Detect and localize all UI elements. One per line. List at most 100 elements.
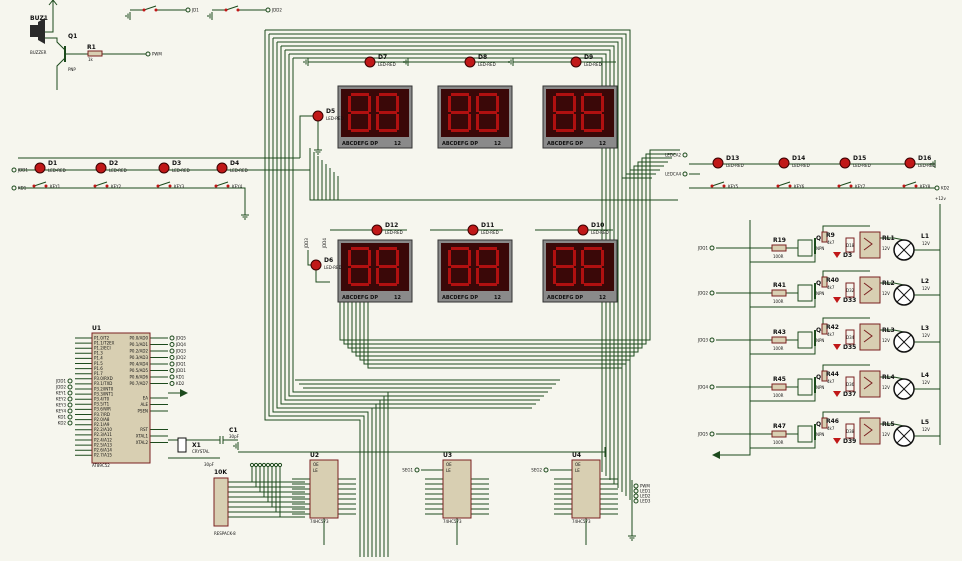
segment-b	[468, 250, 471, 266]
segment-c	[396, 268, 399, 284]
net-terminal	[633, 488, 639, 494]
lamp-value: 12V	[922, 427, 930, 432]
display-pin-labels: ABCDEFG DP	[342, 141, 378, 147]
pin-label: P0.2/AD2	[130, 348, 149, 353]
lamp-ref: L5	[921, 419, 929, 426]
buzzer-horn	[38, 18, 45, 44]
lamp-value: 12V	[922, 286, 930, 291]
net-terminal	[682, 171, 688, 177]
resistor-ref: R41	[773, 282, 786, 289]
net-terminal	[265, 7, 271, 13]
diode-icon	[845, 282, 855, 298]
net-label: LEDCA2	[665, 153, 681, 158]
segment-e	[376, 114, 379, 130]
resistor-ref: R1	[87, 44, 96, 51]
switch-contact	[214, 184, 218, 188]
pin-label: P0.5/AD5	[130, 368, 149, 373]
net-terminal	[265, 462, 271, 468]
led-icon	[364, 56, 376, 68]
switch-net: KEY1	[50, 184, 61, 189]
power-arrow-icon	[180, 389, 188, 397]
net-label: KD1	[58, 415, 67, 420]
led-ref: D14	[792, 155, 805, 162]
net-terminal	[169, 335, 175, 341]
net-terminal	[682, 152, 688, 158]
net-label: JDD2	[55, 385, 66, 390]
resistor-icon	[771, 383, 787, 391]
diode-ref: D39	[843, 438, 856, 445]
switch-contact	[32, 184, 36, 188]
segment-a	[584, 247, 602, 250]
net-terminal	[709, 337, 715, 343]
segment-b	[601, 250, 604, 266]
segment-d	[556, 129, 574, 132]
segment-c	[396, 114, 399, 130]
resistor-ref: R40	[826, 277, 839, 284]
segment-b	[368, 96, 371, 112]
pin-label: ALE	[141, 402, 149, 407]
lamp-value: 12V	[922, 241, 930, 246]
segment-b	[573, 96, 576, 112]
segment-b	[396, 96, 399, 112]
net-label: JD1	[191, 8, 199, 13]
pin-label: P3.7/RD	[94, 412, 110, 417]
transistor-ref: Q2	[816, 235, 825, 242]
display-digit-labels: 12	[599, 141, 606, 147]
led-value: LED-RED	[584, 62, 602, 67]
segment-c	[468, 114, 471, 130]
net-label: JDQ4	[175, 342, 186, 347]
display-digit	[376, 247, 399, 286]
net-label: KD1	[18, 186, 27, 191]
segment-a	[379, 93, 397, 96]
diode-icon	[845, 329, 855, 345]
segment-d	[379, 283, 397, 286]
ic-ref: U4	[572, 452, 581, 459]
pin-label: P1.5	[94, 361, 103, 366]
net-label: JDD3	[304, 238, 309, 249]
pin-label: OE	[575, 462, 581, 467]
wire-q1-e	[56, 57, 66, 90]
rpack-ref: 10K	[214, 469, 227, 476]
resistor-ref: R43	[773, 329, 786, 336]
led-icon	[839, 157, 851, 169]
net-terminal	[11, 167, 17, 173]
diode-icon	[833, 344, 841, 350]
bus-wire-top	[285, 49, 611, 480]
switch-icon	[777, 181, 791, 187]
wire-d5-b	[299, 115, 313, 158]
bus-wire-upper	[313, 152, 674, 201]
crystal-value: CRYSTAL	[192, 449, 210, 454]
relay-ref: RL3	[882, 327, 895, 334]
transistor-value: NPN	[816, 338, 824, 343]
segment-c	[496, 268, 499, 284]
relay-coil-icon	[863, 237, 873, 251]
buzzer-icon	[30, 25, 38, 37]
relay-value: 12V	[882, 246, 890, 251]
relay-value: 12V	[882, 338, 890, 343]
resistor-value: 100R	[773, 346, 784, 351]
switch-contact	[226, 184, 230, 188]
net-terminal	[67, 414, 73, 420]
diode-ref: D3	[843, 252, 852, 259]
diode-ref: D38	[846, 429, 855, 434]
ground-symbol	[233, 442, 239, 450]
switch-icon	[838, 181, 852, 187]
led-icon	[570, 56, 582, 68]
transistor-value: NPN	[816, 291, 824, 296]
led-ref: D8	[478, 54, 487, 61]
resistor-value: 4k7	[827, 332, 835, 337]
segment-e	[448, 268, 451, 284]
net-terminal	[273, 462, 279, 468]
switch-net: KEY2	[111, 184, 122, 189]
ground-symbol	[628, 535, 636, 541]
wire-relay-lamp	[880, 282, 905, 286]
pin-label: P2.2/A10	[94, 427, 112, 432]
led-icon	[778, 157, 790, 169]
segment-a	[451, 247, 469, 250]
wire-relay-pull	[822, 411, 870, 418]
relay-value: 12V	[882, 385, 890, 390]
switch-contact	[236, 8, 240, 12]
segment-d	[351, 129, 369, 132]
net-terminal	[253, 462, 259, 468]
